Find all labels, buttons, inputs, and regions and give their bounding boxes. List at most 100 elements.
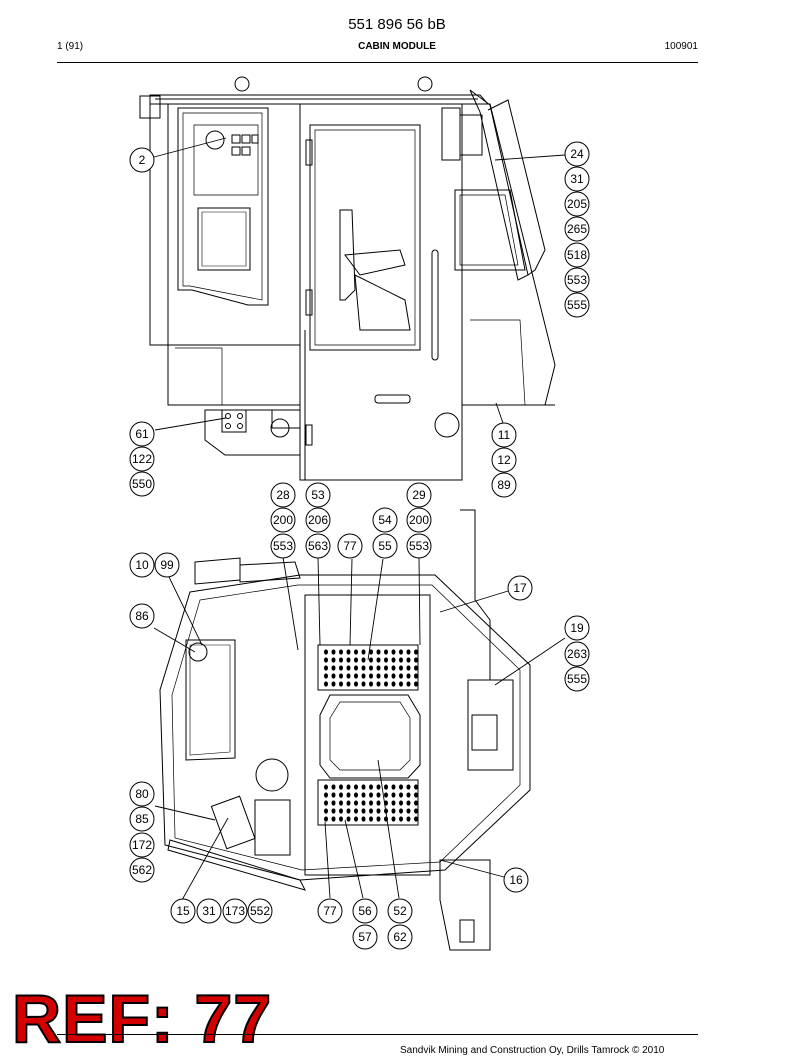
grille-hole xyxy=(369,657,373,663)
callout-circle xyxy=(564,141,590,167)
callout-circle xyxy=(406,507,432,533)
callout-circle xyxy=(129,446,155,472)
callout-circle xyxy=(372,507,398,533)
grille-hole xyxy=(406,800,411,806)
grille-hole xyxy=(331,657,336,663)
callout-label: 17 xyxy=(513,581,527,595)
grille-hole xyxy=(376,673,381,679)
grille-hole xyxy=(414,792,418,798)
grille-hole xyxy=(399,649,403,655)
grille-hole xyxy=(406,808,411,814)
callout-label: 200 xyxy=(273,513,293,527)
page-title: CABIN MODULE xyxy=(358,41,436,52)
grille-hole xyxy=(324,784,328,790)
callout-label: 86 xyxy=(135,609,149,623)
callout-label: 2 xyxy=(139,153,146,167)
grille-hole xyxy=(399,808,403,814)
callout-circle xyxy=(564,166,590,192)
grille-hole xyxy=(376,792,381,798)
callout-circle xyxy=(387,898,413,924)
callout-circle xyxy=(222,898,248,924)
footer-rule xyxy=(57,1034,698,1035)
callout-label: 205 xyxy=(567,197,587,211)
grille-hole xyxy=(369,665,373,671)
grille-hole xyxy=(399,657,403,663)
grille-hole xyxy=(384,681,388,687)
grille-hole xyxy=(399,800,403,806)
callout-label: 85 xyxy=(135,812,149,826)
callout-label: 77 xyxy=(343,539,357,553)
grille-hole xyxy=(324,816,328,822)
grille-hole xyxy=(376,816,381,822)
grille-hole xyxy=(369,792,373,798)
grille-hole xyxy=(384,673,388,679)
grille-hole xyxy=(406,792,411,798)
callout-label: 173 xyxy=(225,904,245,918)
callout-circle xyxy=(129,806,155,832)
grille-hole xyxy=(361,792,366,798)
callout-label: 77 xyxy=(323,904,337,918)
callout-label: 11 xyxy=(498,428,511,442)
grille-hole xyxy=(354,681,358,687)
grille-hole xyxy=(354,665,358,671)
grille-hole xyxy=(346,657,351,663)
grille-hole xyxy=(391,649,396,655)
grille-hole xyxy=(361,681,366,687)
callout-label: 55 xyxy=(378,539,392,553)
callout-circle xyxy=(507,575,533,601)
grille-hole xyxy=(376,784,381,790)
grille-hole xyxy=(406,816,411,822)
grille-hole xyxy=(331,681,336,687)
callout-label: 24 xyxy=(570,147,584,161)
grille-hole xyxy=(399,673,403,679)
grille-hole xyxy=(354,816,358,822)
grille-hole xyxy=(384,665,388,671)
grille-hole xyxy=(406,665,411,671)
callout-circle xyxy=(352,898,378,924)
grille-hole xyxy=(331,792,336,798)
grille-hole xyxy=(339,784,343,790)
grille-hole xyxy=(399,816,403,822)
grille-hole xyxy=(414,665,418,671)
grille-hole xyxy=(361,784,366,790)
callout-circle xyxy=(387,924,413,950)
grille-hole xyxy=(331,649,336,655)
grille-hole xyxy=(324,792,328,798)
callout-circle xyxy=(305,507,331,533)
callout-label: 16 xyxy=(509,873,523,887)
grille-hole xyxy=(399,665,403,671)
grille-hole xyxy=(384,792,388,798)
callout-label: 206 xyxy=(308,513,328,527)
callout-label: 553 xyxy=(409,539,429,553)
grille-hole xyxy=(331,784,336,790)
grille-hole xyxy=(369,673,373,679)
grille-hole xyxy=(346,800,351,806)
grille-hole xyxy=(391,800,396,806)
grille-hole xyxy=(324,657,328,663)
callout-circle xyxy=(317,898,343,924)
callout-label: 562 xyxy=(132,863,152,877)
grille-hole xyxy=(324,808,328,814)
grille-hole xyxy=(414,657,418,663)
grille-hole xyxy=(354,792,358,798)
callout-circle xyxy=(129,781,155,807)
callout-circle xyxy=(564,615,590,641)
grille-hole xyxy=(339,816,343,822)
grille-hole xyxy=(399,681,403,687)
grille-hole xyxy=(369,816,373,822)
grille-hole xyxy=(361,649,366,655)
grille-hole xyxy=(361,665,366,671)
grille-hole xyxy=(331,808,336,814)
callout-circle xyxy=(564,267,590,293)
grille-hole xyxy=(346,816,351,822)
callout-label: 53 xyxy=(311,488,325,502)
grille-hole xyxy=(331,800,336,806)
grille-hole xyxy=(346,673,351,679)
callout-label: 518 xyxy=(567,248,587,262)
grille-hole xyxy=(391,681,396,687)
grille-hole xyxy=(414,673,418,679)
grille-hole xyxy=(339,808,343,814)
grille-hole xyxy=(361,673,366,679)
